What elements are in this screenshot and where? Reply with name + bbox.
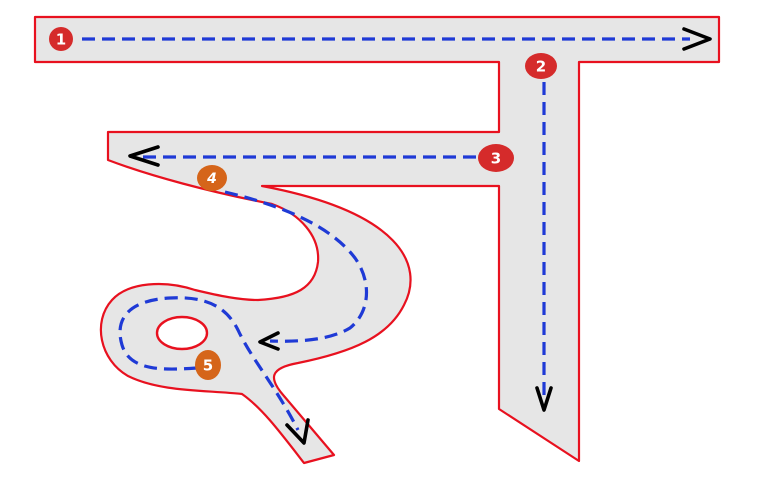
step-badge-1: 1 — [49, 27, 73, 51]
badge-circle-2 — [525, 53, 557, 79]
step-badge-3: 3 — [478, 144, 514, 172]
badge-circle-4 — [197, 165, 227, 191]
badge-label-5: 5 — [203, 357, 213, 375]
step-badge-2: 2 — [525, 53, 557, 79]
guide-path-4 — [224, 190, 368, 343]
badge-circle-1 — [49, 27, 73, 51]
arrowhead-5 — [285, 418, 310, 445]
guide-path-5 — [118, 296, 300, 431]
badge-label-1: 1 — [56, 31, 66, 49]
badge-circle-5 — [195, 350, 221, 380]
step-badge-5: 5 — [195, 350, 221, 380]
step-badge-4: 4 — [197, 165, 227, 191]
badge-label-3: 3 — [491, 150, 501, 168]
arrowhead-2 — [535, 386, 553, 412]
arrowhead-1 — [682, 27, 712, 51]
arrowhead-4 — [258, 331, 280, 351]
badge-label-4: 4 — [206, 171, 217, 187]
letter-outline — [33, 15, 721, 465]
arrowhead-3 — [128, 145, 160, 167]
loop-hole — [155, 315, 209, 351]
badge-circle-3 — [478, 144, 514, 172]
badge-label-2: 2 — [536, 58, 546, 76]
